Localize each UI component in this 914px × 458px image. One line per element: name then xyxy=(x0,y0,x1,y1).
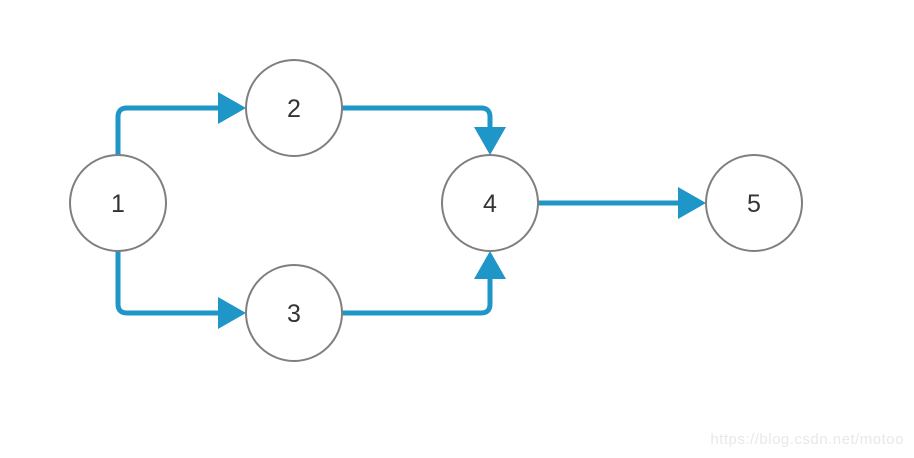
arrowhead-4-5 xyxy=(678,187,706,219)
node-2: 2 xyxy=(245,59,343,157)
node-5-label: 5 xyxy=(747,190,761,218)
edge-1-3 xyxy=(115,251,218,316)
node-2-label: 2 xyxy=(287,95,301,123)
edge-3-4 xyxy=(342,279,493,316)
node-5: 5 xyxy=(705,154,803,252)
arrowhead-1-2 xyxy=(218,92,246,124)
node-1-circle xyxy=(69,154,167,252)
edge-1-2 xyxy=(115,105,218,155)
node-1: 1 xyxy=(69,154,167,252)
arrowhead-1-3 xyxy=(218,297,246,329)
arrowhead-3-4 xyxy=(474,251,506,279)
node-1-label: 1 xyxy=(111,190,125,218)
node-4: 4 xyxy=(441,154,539,252)
edge-2-4 xyxy=(342,105,493,127)
node-5-circle xyxy=(705,154,803,252)
node-3: 3 xyxy=(245,264,343,362)
node-2-circle xyxy=(245,59,343,157)
arrowhead-2-4 xyxy=(474,127,506,155)
node-3-circle xyxy=(245,264,343,362)
node-3-label: 3 xyxy=(287,300,301,328)
node-4-circle xyxy=(441,154,539,252)
node-4-label: 4 xyxy=(483,190,497,218)
